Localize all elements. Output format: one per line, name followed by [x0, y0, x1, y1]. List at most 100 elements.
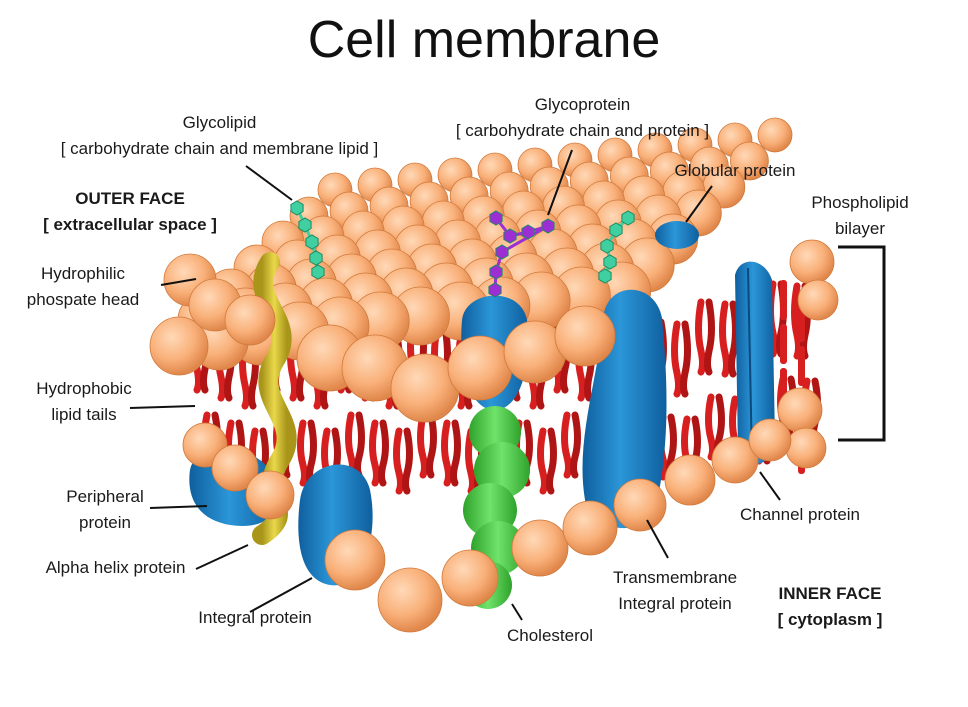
- globular-protein: [655, 221, 699, 249]
- transmembrane-name: Transmembrane: [612, 568, 738, 587]
- glycoprotein-name: Glycoprotein: [534, 95, 631, 114]
- phosphate-head: [785, 427, 827, 469]
- phosphate-head: [797, 279, 839, 321]
- leader-line: [547, 149, 573, 216]
- lipid-tail-side: [780, 324, 787, 364]
- phosphate-head: [789, 239, 835, 285]
- leader-line: [249, 577, 313, 613]
- membrane-front-surface: [163, 253, 792, 633]
- phosphate-head: [245, 470, 295, 520]
- glycolipid-chain-2-sugar: [598, 268, 612, 284]
- phospholipid-name: Phospholipid: [811, 193, 909, 212]
- lipid-tail: [728, 300, 739, 378]
- glycoprotein-chain-sugar: [489, 264, 503, 280]
- phosphate-head: [757, 117, 793, 153]
- leader-line: [759, 471, 781, 501]
- glycolipid-chain-sugar: [290, 200, 304, 216]
- leader-line: [160, 278, 197, 286]
- lipid-tail: [393, 427, 404, 495]
- phosphate-head: [613, 478, 667, 532]
- phosphate-head: [324, 529, 386, 591]
- glycoprotein-chain-sugar: [495, 244, 509, 260]
- glycolipid-chain-sugar: [298, 217, 312, 233]
- phosphate-head: [711, 436, 759, 484]
- lipid-tail: [450, 419, 461, 487]
- phosphate-head: [554, 305, 616, 367]
- carbohydrate-chains: [290, 200, 635, 298]
- inner-face-title: INNER FACE: [778, 584, 882, 603]
- transmembrane-desc: Integral protein: [618, 594, 732, 613]
- glycoprotein-label: Glycoprotein [ carbohydrate chain and pr…: [425, 92, 740, 144]
- phosphate-head: [730, 141, 769, 181]
- leader-line: [195, 544, 249, 570]
- outer-face-desc: [ extracellular space ]: [43, 215, 217, 234]
- peripheral-name: Peripheral: [66, 487, 144, 506]
- bilayer-bracket: [838, 245, 886, 442]
- lipid-tail: [537, 427, 548, 495]
- glycoprotein-chain-sugar: [503, 228, 517, 244]
- lipid-tail: [705, 393, 716, 461]
- lipid-tail: [306, 419, 317, 487]
- glycolipid-name: Glycolipid: [182, 113, 257, 132]
- glycolipid-chain-2-sugar: [600, 238, 614, 254]
- peripheral-protein-label: Peripheral protein: [45, 484, 165, 536]
- hydrophilic-name: Hydrophilic: [40, 264, 126, 283]
- hydrophilic-label: Hydrophilic phospate head: [8, 261, 158, 313]
- lipid-tail: [546, 427, 557, 495]
- leader-line: [511, 603, 523, 621]
- lipid-tail: [354, 411, 365, 479]
- lipid-tail: [671, 320, 682, 398]
- leader-line: [149, 505, 208, 509]
- phosphate-head: [441, 549, 499, 607]
- hydrophobic-name: Hydrophobic: [36, 379, 132, 398]
- glycolipid-chain-sugar: [311, 264, 325, 280]
- leader-line: [245, 165, 293, 201]
- lipid-tail: [465, 427, 476, 495]
- channel-protein-label: Channel protein: [739, 505, 861, 524]
- lipid-tail: [704, 298, 715, 376]
- glycoprotein-chain-bond: [501, 224, 549, 254]
- lipid-tail: [695, 298, 706, 376]
- integral-protein-label: Integral protein: [198, 608, 312, 627]
- outer-face-title: OUTER FACE: [75, 189, 185, 208]
- cholesterol-label: Cholesterol: [507, 626, 593, 645]
- phosphate-head: [511, 519, 569, 577]
- lipid-tail: [441, 419, 452, 487]
- lipid-tail: [402, 427, 413, 495]
- glycoprotein-chain-sugar: [489, 210, 503, 226]
- leader-line: [646, 519, 669, 559]
- lipid-tail: [297, 419, 308, 487]
- phosphate-head: [149, 316, 209, 376]
- leader-lines: [129, 149, 886, 621]
- glycoprotein-chain-sugar: [521, 224, 535, 240]
- lipid-tail: [426, 411, 437, 479]
- membrane-top-surface: [149, 117, 839, 469]
- phosphate-head: [447, 335, 513, 401]
- glycoprotein-chain-sugar: [541, 218, 555, 234]
- channel-protein: [735, 261, 775, 464]
- phosphate-head: [562, 500, 618, 556]
- glycolipid-chain-sugar: [309, 250, 323, 266]
- lipid-tail-side: [798, 346, 805, 386]
- peripheral-desc: protein: [79, 513, 131, 532]
- channel-pore: [747, 267, 753, 461]
- glycoprotein-desc: [ carbohydrate chain and protein ]: [455, 121, 710, 140]
- glycoprotein-chain-sugar: [488, 282, 502, 298]
- leader-line: [129, 405, 196, 409]
- globular-protein-label: Globular protein: [674, 161, 796, 180]
- glycolipid-label: Glycolipid [ carbohydrate chain and memb…: [22, 110, 417, 162]
- inner-face-label: INNER FACE [ cytoplasm ]: [765, 581, 895, 633]
- lipid-tail: [570, 411, 581, 479]
- phosphate-head: [224, 294, 276, 346]
- glycolipid-chain-sugar: [305, 234, 319, 250]
- phosphate-head: [748, 418, 792, 462]
- outer-face-label: OUTER FACE [ extracellular space ]: [25, 186, 235, 238]
- glycolipid-chain-2-sugar: [609, 222, 623, 238]
- lipid-tail-side: [780, 280, 787, 320]
- glycolipid-chain-2-sugar: [603, 254, 617, 270]
- glycolipid-desc: [ carbohydrate chain and membrane lipid …: [60, 139, 379, 158]
- lipid-tail: [719, 300, 730, 378]
- hydrophobic-label: Hydrophobic lipid tails: [14, 376, 154, 428]
- phospholipid-bilayer-label: Phospholipid bilayer: [795, 190, 925, 242]
